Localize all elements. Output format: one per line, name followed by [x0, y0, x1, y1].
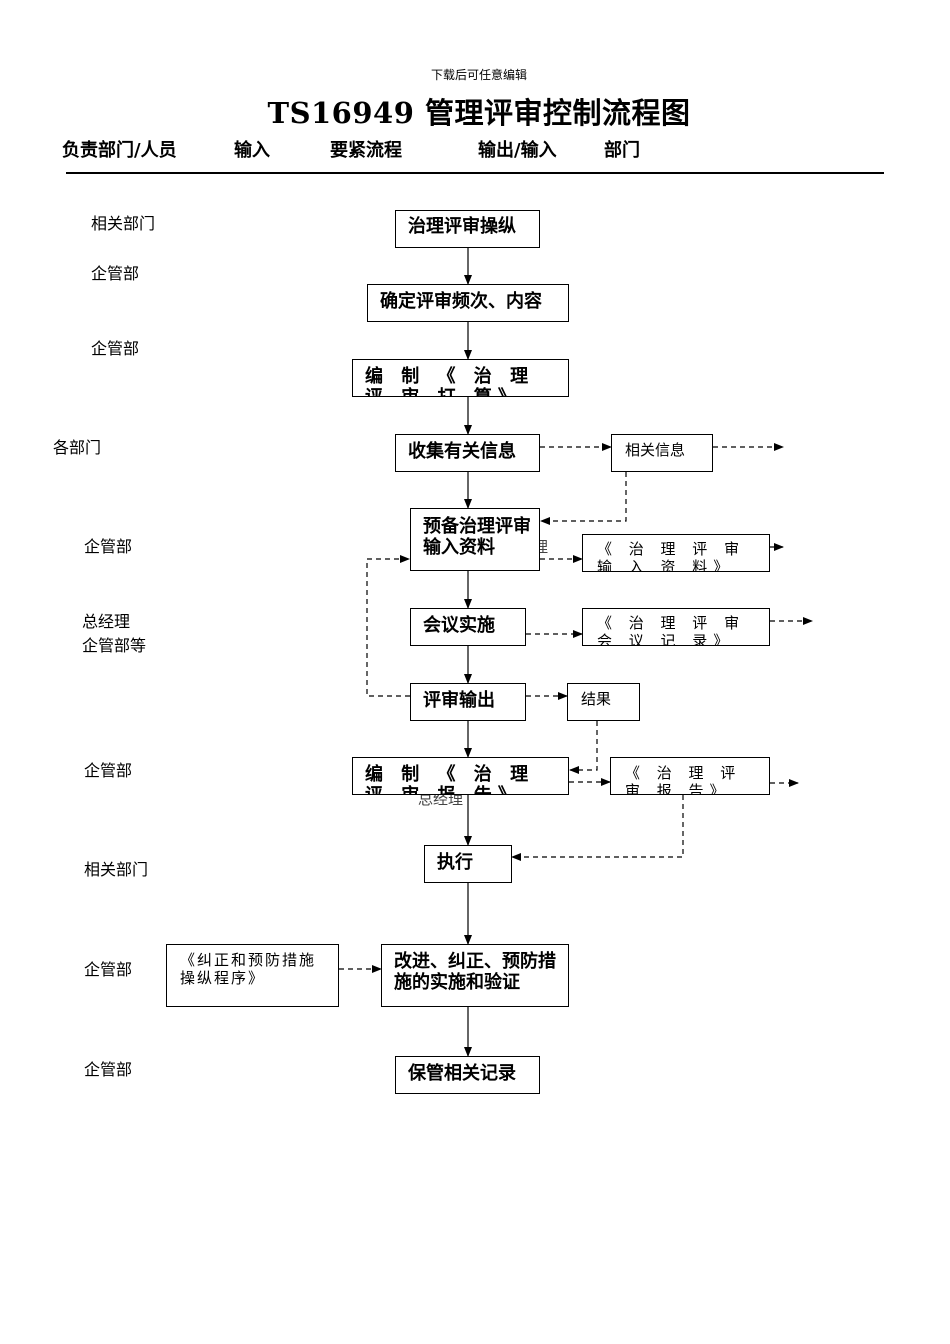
- flow-step-execute: 执行: [424, 845, 512, 883]
- page-title: TS16949 管理评审控制流程图: [267, 96, 691, 130]
- flow-step-label: 确定评审频次、内容: [380, 291, 542, 312]
- arrow-report-s9: [511, 795, 684, 861]
- side-box-label: 结果: [581, 690, 612, 708]
- flow-step-label: 编 制 《 治 理 评 审 打 算》: [365, 366, 535, 396]
- dept-label-3: 企管部: [91, 339, 140, 358]
- side-box-procedure: 《纠正和预防措施操纵程序》: [166, 944, 339, 1007]
- dept-label-7: 企管部: [84, 761, 133, 780]
- flow-step-label: 会议实施: [423, 615, 495, 636]
- flow-step-prepare-input: 预备治理评审输入资料: [410, 508, 540, 571]
- side-box-related-info: 相关信息: [611, 434, 713, 472]
- flow-step-label: 预备治理评审输入资料: [423, 516, 531, 558]
- header-divider: [66, 172, 884, 174]
- arrow-loop-back: [366, 555, 410, 697]
- flow-step-label: 编 制 《 治 理 评 审 报 告》: [365, 764, 535, 794]
- side-box-report: 《 治 理 评 审 报 告》: [610, 757, 770, 795]
- flow-step-keep-records: 保管相关记录: [395, 1056, 540, 1094]
- flow-step-label: 评审输出: [423, 690, 495, 711]
- flow-step-label: 治理评审操纵: [408, 216, 516, 237]
- flow-step-label: 收集有关信息: [408, 441, 516, 462]
- flow-step-review-output: 评审输出: [410, 683, 526, 721]
- side-box-label: 《 治 理 评 审 报 告》: [625, 764, 742, 795]
- header-output-input: 输出/输入: [478, 140, 557, 161]
- side-box-label: 《纠正和预防措施操纵程序》: [180, 951, 317, 987]
- side-box-label: 《 治 理 评 审 输 入 资 料》: [597, 540, 746, 572]
- dept-label-4: 各部门: [53, 438, 102, 457]
- dept-label-8: 相关部门: [84, 860, 149, 879]
- dept-label-6b: 企管部等: [82, 636, 147, 655]
- flow-step-plan: 编 制 《 治 理 评 审 打 算》: [352, 359, 569, 397]
- header-department: 部门: [604, 140, 640, 161]
- flow-step-collect-info: 收集有关信息: [395, 434, 540, 472]
- top-note: 下载后可任意编辑: [430, 68, 527, 82]
- side-box-input-doc: 《 治 理 评 审 输 入 资 料》: [582, 534, 770, 572]
- flow-step-improve: 改进、纠正、预防措施的实施和验证: [381, 944, 569, 1007]
- dept-label-2: 企管部: [91, 264, 140, 283]
- dept-label-5: 企管部: [84, 537, 133, 556]
- flow-step-review-control: 治理评审操纵: [395, 210, 540, 248]
- dept-label-9: 企管部: [84, 960, 133, 979]
- dept-label-1: 相关部门: [91, 214, 156, 233]
- dept-label-6a: 总经理: [82, 612, 131, 631]
- header-responsible: 负责部门/人员: [62, 140, 177, 161]
- flow-step-label: 执行: [437, 852, 473, 873]
- flow-step-report: 编 制 《 治 理 评 审 报 告》: [352, 757, 569, 795]
- dept-label-10: 企管部: [84, 1060, 133, 1079]
- header-main-flow: 要紧流程: [330, 140, 402, 161]
- side-box-result: 结果: [567, 683, 640, 721]
- flow-step-label: 改进、纠正、预防措施的实施和验证: [394, 951, 556, 993]
- flow-step-frequency: 确定评审频次、内容: [367, 284, 569, 322]
- flow-step-meeting: 会议实施: [410, 608, 526, 646]
- arrow-info-s5: [540, 472, 627, 525]
- flow-step-label: 保管相关记录: [408, 1063, 516, 1084]
- side-box-label: 相关信息: [625, 441, 686, 459]
- header-input: 输入: [234, 140, 270, 161]
- side-box-meeting-record: 《 治 理 评 审 会 议 记 录》: [582, 608, 770, 646]
- side-box-label: 《 治 理 评 审 会 议 记 录》: [597, 614, 746, 646]
- arrow-result-s8: [569, 721, 598, 774]
